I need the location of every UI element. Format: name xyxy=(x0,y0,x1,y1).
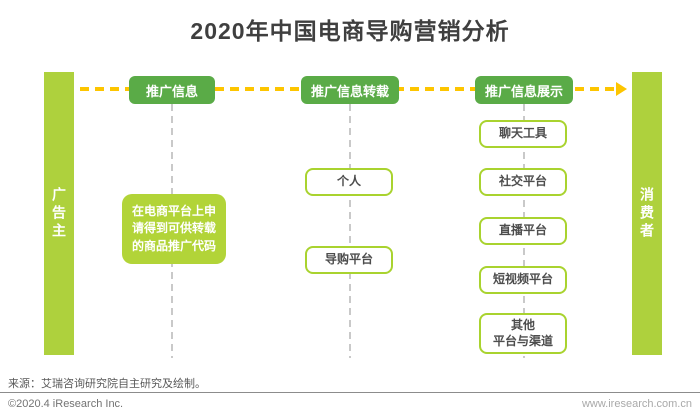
website-text: www.iresearch.com.cn xyxy=(581,398,692,410)
column2-dashed-line xyxy=(349,104,351,358)
source-note: 来源：艾瑞咨询研究院自主研究及绘制。 xyxy=(8,378,206,390)
footer-divider xyxy=(0,392,700,393)
box-social-platform: 社交平台 xyxy=(479,168,567,196)
consumer-bar-label: 消费者 xyxy=(639,186,655,241)
box-other-channels: 其他 平台与渠道 xyxy=(479,313,567,355)
consumer-bar: 消费者 xyxy=(632,72,662,355)
advertiser-bar: 广告主 xyxy=(44,72,74,355)
promotion-code-note-box: 在电商平台上申请得到可供转载的商品推广代码 xyxy=(122,194,226,265)
box-individual: 个人 xyxy=(305,168,393,196)
copyright-text: ©2020.4 iResearch Inc. xyxy=(8,398,124,410)
box-guide-platform: 导购平台 xyxy=(305,246,393,274)
box-livestream-platform: 直播平台 xyxy=(479,217,567,245)
stage-label-promotion-display: 推广信息展示 xyxy=(475,76,573,104)
stage-label-promotion-info: 推广信息 xyxy=(129,76,215,104)
box-chat-tools: 聊天工具 xyxy=(479,120,567,148)
box-short-video-platform: 短视频平台 xyxy=(479,266,567,294)
stage-label-promotion-repost: 推广信息转载 xyxy=(301,76,399,104)
flow-arrow-head-icon xyxy=(616,82,627,96)
advertiser-bar-label: 广告主 xyxy=(51,186,67,241)
page-title: 2020年中国电商导购营销分析 xyxy=(190,18,510,44)
